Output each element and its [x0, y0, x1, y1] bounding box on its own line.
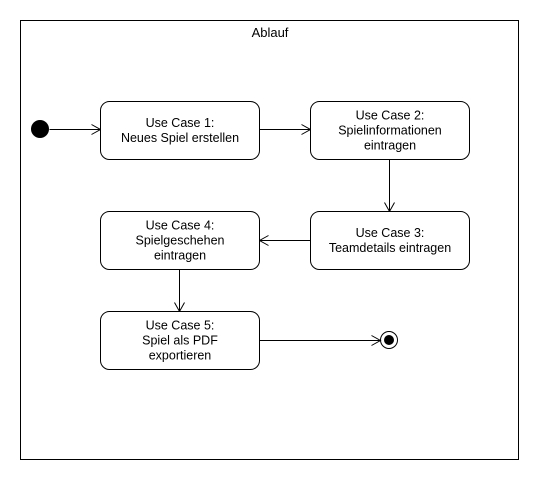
end-node: [380, 331, 398, 349]
node-label-line: Use Case 4:: [146, 219, 215, 233]
node-label-line: Use Case 5:: [146, 319, 215, 333]
node-label-line: Neues Spiel erstellen: [121, 131, 239, 145]
node-label-line: Use Case 1:: [146, 116, 215, 130]
arrowhead: [371, 335, 382, 346]
use-case-node-3: Use Case 3:Teamdetails eintragen: [310, 211, 470, 270]
node-label-line: exportieren: [149, 349, 212, 363]
start-node: [31, 120, 49, 138]
node-label-line: Use Case 3:: [356, 226, 425, 240]
node-label-line: Use Case 2:: [356, 109, 425, 123]
node-label-line: Teamdetails eintragen: [329, 241, 451, 255]
edge-uc5-end: [259, 335, 382, 346]
node-label-line: eintragen: [364, 139, 416, 153]
frame-title: Ablauf: [252, 25, 289, 40]
node-label-line: eintragen: [154, 249, 206, 263]
node-label-line: Spielinformationen: [338, 124, 442, 138]
use-case-node-1: Use Case 1:Neues Spiel erstellen: [100, 101, 260, 160]
node-label-line: Spielgeschehen: [136, 234, 225, 248]
node-label-line: Spiel als PDF: [142, 334, 218, 348]
